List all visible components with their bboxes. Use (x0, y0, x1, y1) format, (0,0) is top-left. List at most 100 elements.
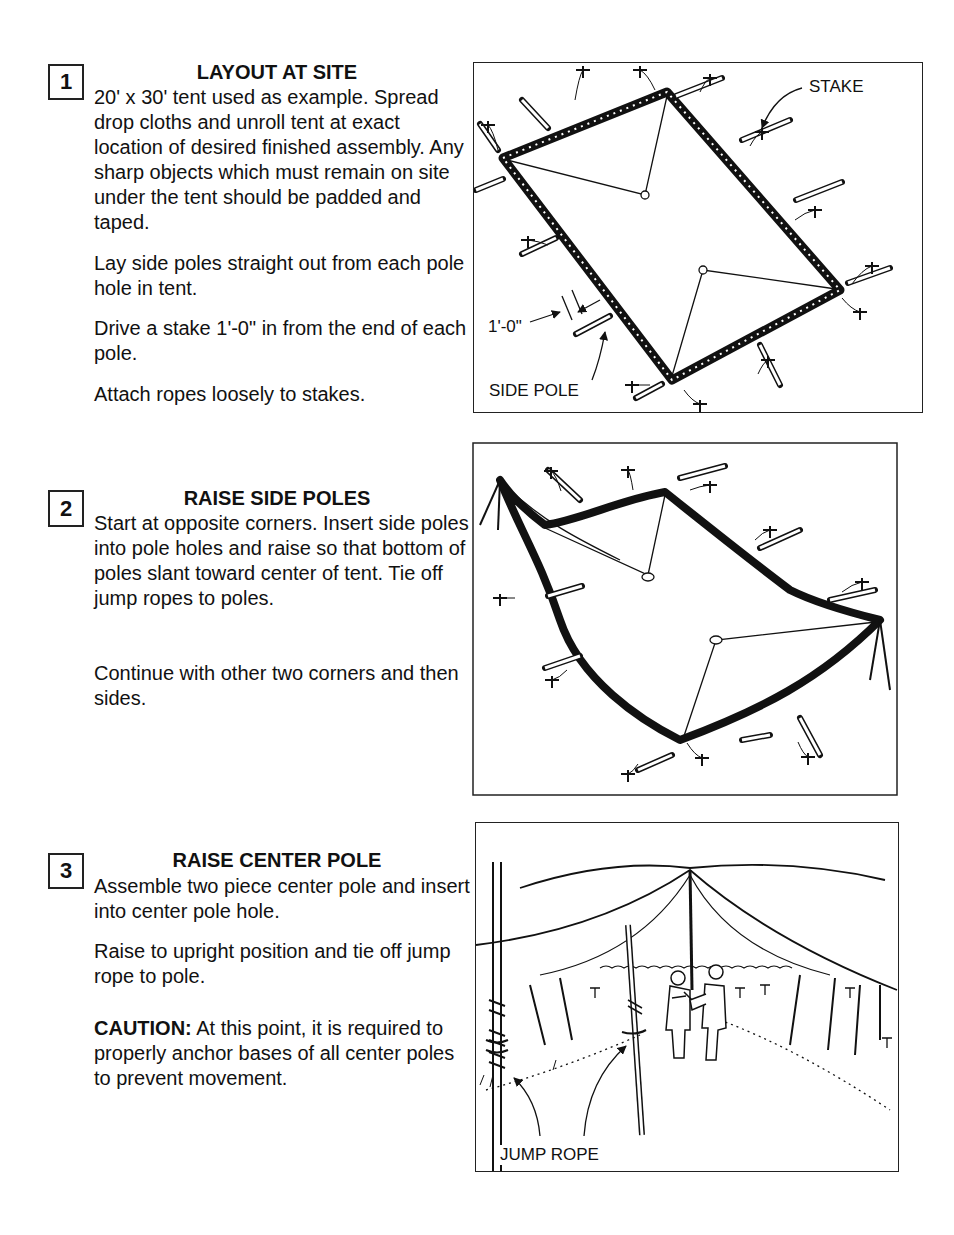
illustration-part (700, 78, 710, 92)
callout-label: SIDE POLE (487, 381, 581, 401)
illustration-part (572, 290, 582, 314)
leader-lines (514, 88, 802, 1136)
illustration-part (710, 636, 722, 644)
step-number: 2 (60, 496, 72, 522)
illustration-part (476, 870, 897, 990)
instruction-text: Raise to upright position and tie off ju… (94, 939, 470, 989)
illustration-part (576, 316, 610, 334)
illustration-part (742, 735, 770, 740)
illustration-part (800, 718, 820, 755)
illustration-part (633, 66, 647, 78)
step-number: 3 (60, 858, 72, 884)
illustration-part (638, 755, 672, 770)
instruction-text: 20' x 30' tent used as example. Spread d… (94, 85, 470, 235)
illustration-part (760, 530, 800, 548)
illustration-part (796, 182, 842, 200)
illustration-part (522, 100, 548, 128)
step-number-box: 3 (48, 853, 84, 889)
illustration-part (808, 206, 822, 218)
illustration-part (548, 470, 580, 500)
illustration-part (481, 121, 495, 133)
illustration-part (621, 466, 635, 478)
illustration-part (687, 743, 702, 758)
illustration-part (855, 578, 869, 590)
illustration-frame: JUMP ROPE (475, 822, 899, 1172)
illustration-part (540, 875, 690, 975)
instruction-text: Attach ropes loosely to stakes. (94, 382, 470, 407)
illustration-part (548, 586, 582, 596)
illustration-part (870, 620, 880, 680)
illustration-part (503, 92, 840, 380)
illustration-part (488, 125, 498, 150)
illustration-part (641, 191, 649, 199)
instruction-text: Start at opposite corners. Insert side p… (94, 511, 470, 611)
illustration-part (760, 530, 800, 548)
illustration-part (505, 485, 620, 560)
illustration-part (830, 590, 875, 600)
illustration-part (503, 92, 840, 380)
illustration-part (548, 470, 580, 500)
illustration-part (842, 582, 862, 592)
illustration-frame (473, 443, 897, 795)
illustration-part (680, 466, 725, 478)
illustration-part (628, 1000, 642, 1014)
illustration-part (522, 100, 548, 128)
illustration-part (800, 718, 820, 755)
illustration-part (761, 356, 775, 368)
illustration-part (507, 96, 667, 195)
illustration-part (642, 573, 654, 581)
illustration-part (480, 480, 500, 525)
illustration-part (489, 1000, 505, 1068)
instruction-text: Lay side poles straight out from each po… (94, 251, 470, 301)
illustration-part (690, 485, 710, 490)
tent-layout (503, 92, 840, 380)
illustration-part (755, 530, 770, 540)
illustration-part (676, 78, 722, 96)
illustration-part (493, 594, 507, 606)
callout-label: STAKE (807, 77, 865, 97)
callout-label: 1'-0" (486, 317, 524, 337)
caution-word: CAUTION: (94, 1017, 192, 1039)
illustration-part (690, 994, 706, 1010)
step-heading: RAISE SIDE POLES (94, 486, 460, 511)
instruction-text: Drive a stake 1'-0" in from the end of e… (94, 316, 470, 366)
illustration-part (742, 120, 790, 140)
illustration-part (551, 471, 561, 491)
illustration-part (798, 742, 808, 757)
illustration-part (562, 296, 572, 320)
illustration-part (636, 384, 662, 398)
side-poles (476, 66, 890, 412)
illustration-part (640, 70, 655, 90)
illustration-part (636, 384, 662, 398)
illustration-part (514, 1078, 540, 1136)
illustration-part (628, 470, 633, 490)
illustration-part (578, 300, 600, 312)
illustration-part (625, 381, 639, 393)
illustration-part (672, 270, 836, 376)
illustration-part (638, 755, 672, 770)
illustration-part (476, 179, 503, 190)
illustration-frame: STAKE 1'-0" SIDE POLE (473, 62, 923, 413)
step-heading: LAYOUT AT SITE (94, 60, 460, 85)
illustration-part (584, 1046, 626, 1136)
illustration-part (486, 1020, 890, 1110)
illustration-part (801, 753, 815, 765)
illustration-part (880, 620, 890, 690)
illustration-part (750, 132, 762, 146)
illustration-part (796, 182, 842, 200)
illustration-part (703, 481, 717, 493)
instruction-text: Assemble two piece center pole and inser… (94, 874, 470, 924)
illustration-part (500, 480, 880, 740)
illustration-part (755, 128, 769, 140)
step-number-box: 1 (48, 64, 84, 100)
illustration-part (500, 862, 502, 1172)
step-number-box: 2 (48, 490, 84, 527)
illustration-part (592, 332, 605, 380)
illustration-part (762, 88, 802, 128)
illustration-part (699, 266, 707, 274)
caution-note: CAUTION: At this point, it is required t… (94, 1016, 470, 1091)
illustration-part (758, 360, 768, 374)
step-heading: RAISE CENTER POLE (94, 848, 460, 873)
step-number: 1 (60, 69, 72, 95)
illustration-part (852, 266, 872, 284)
